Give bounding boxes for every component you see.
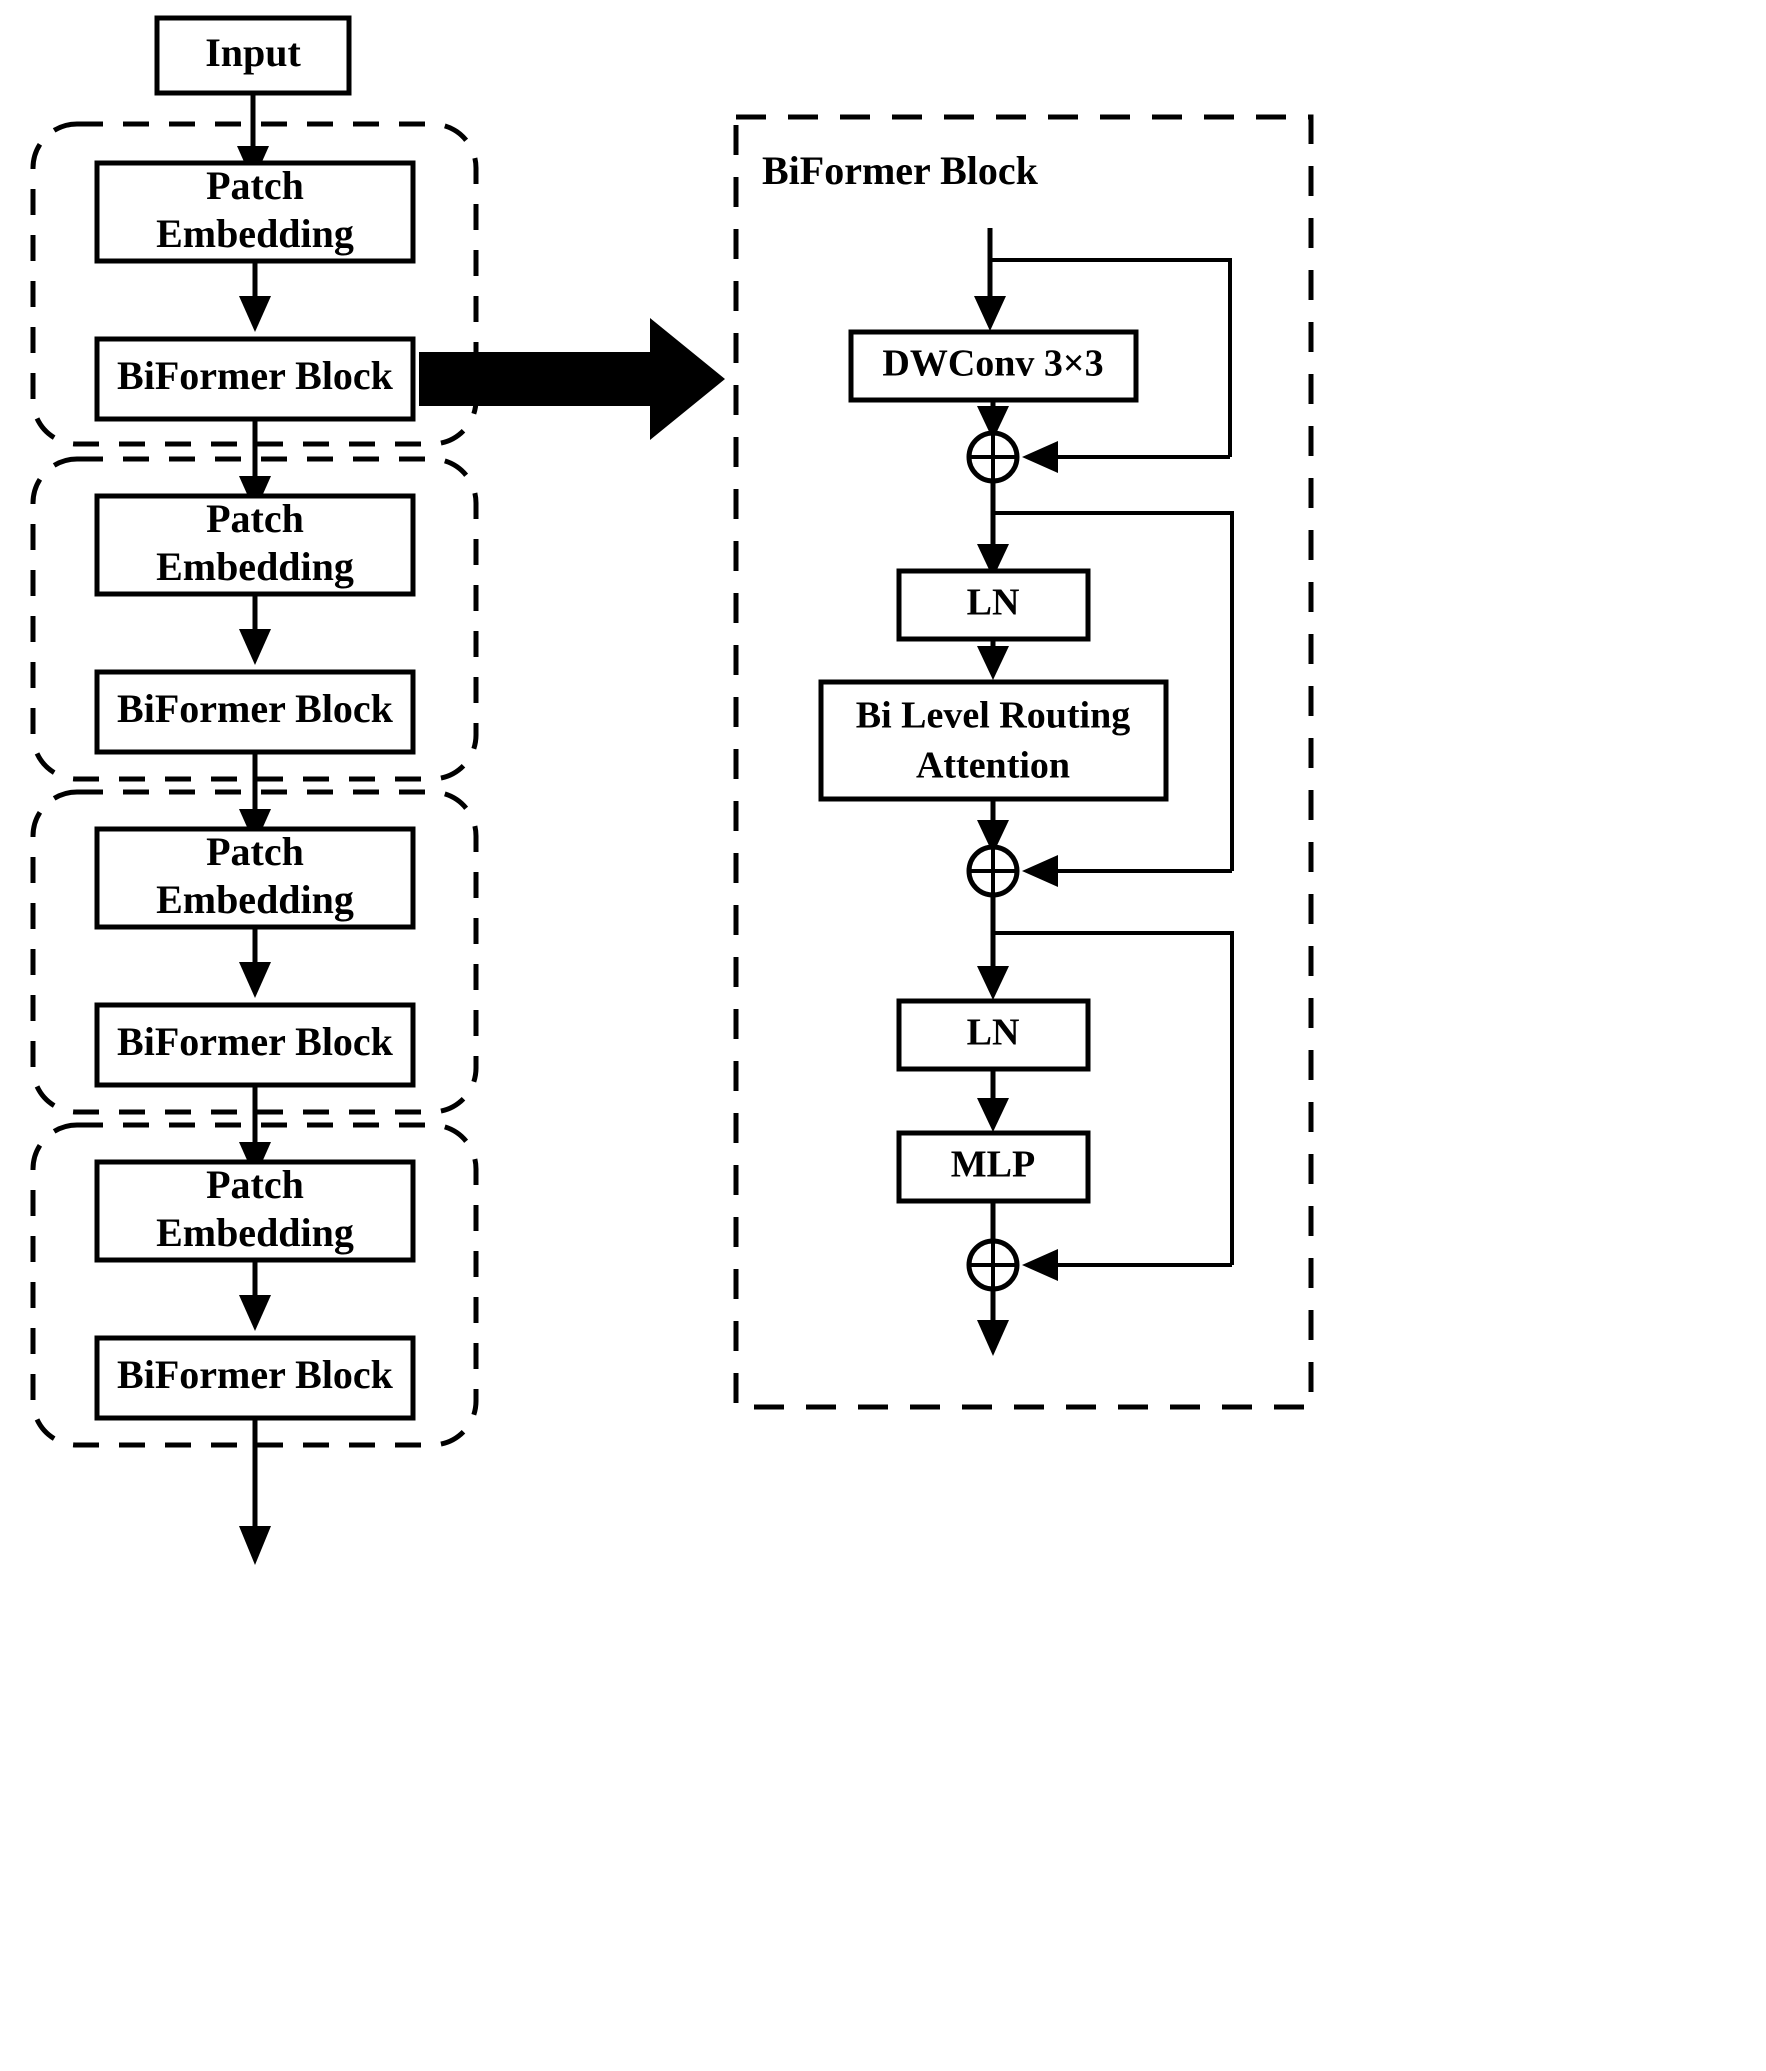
arrowhead-stage4-pe-to-bb — [239, 1295, 271, 1331]
arrowhead-panel-input — [974, 296, 1006, 331]
expansion-arrow — [419, 318, 725, 440]
ln-box-1: LN — [896, 568, 1091, 642]
stage-3-biformer-block[interactable]: BiFormer Block — [94, 1002, 416, 1088]
residual-path-2 — [993, 511, 1234, 871]
stage-1-patch-embedding-line1: Patch — [206, 163, 304, 208]
residual-arrowhead-2 — [1022, 855, 1058, 887]
dwconv-box-label: DWConv 3×3 — [882, 343, 1103, 385]
attention-box-line2: Attention — [916, 745, 1070, 787]
stage-2-group: Patch Embedding BiFormer Block — [30, 456, 479, 782]
arrowhead-attention-to-add2 — [977, 820, 1009, 854]
arrowhead-stage3-pe-to-bb — [239, 962, 271, 998]
stage-3-patch-embedding-line1: Patch — [206, 829, 304, 874]
stage-4-group: Patch Embedding BiFormer Block — [30, 1122, 479, 1448]
stage-1-biformer-block[interactable]: BiFormer Block — [94, 336, 416, 422]
residual-arrowhead-3 — [1022, 1249, 1058, 1281]
arrowhead-dwconv-to-add1 — [977, 406, 1009, 440]
stage-1-patch-embedding-line2: Embedding — [156, 211, 354, 256]
arrowhead-ln2-to-mlp — [977, 1098, 1009, 1132]
arrowhead-stage1-pe-to-bb — [239, 296, 271, 332]
add-node-3 — [966, 1238, 1020, 1292]
stage-2-biformer-block[interactable]: BiFormer Block — [94, 669, 416, 755]
residual-path-1 — [990, 258, 1232, 457]
stage-1-patch-embedding: Patch Embedding — [94, 160, 416, 264]
stage-4-biformer-block-label: BiFormer Block — [117, 1352, 394, 1397]
biformer-block-panel: BiFormer Block DWConv 3×3 — [733, 114, 1314, 1410]
arrowhead-output — [239, 1526, 271, 1565]
ln-box-1-label: LN — [967, 582, 1020, 624]
arrowhead-panel-output — [977, 1320, 1009, 1356]
stage-4-patch-embedding-line2: Embedding — [156, 1210, 354, 1255]
input-box-label: Input — [205, 30, 301, 75]
mlp-box-label: MLP — [951, 1144, 1035, 1186]
stage-2-patch-embedding: Patch Embedding — [94, 493, 416, 597]
biformer-block-panel-title: BiFormer Block — [762, 148, 1039, 193]
dwconv-box: DWConv 3×3 — [848, 329, 1139, 403]
add-node-2 — [966, 844, 1020, 898]
add-node-1 — [966, 430, 1020, 484]
stage-3-group: Patch Embedding BiFormer Block — [30, 789, 479, 1115]
arrowhead-stage2-pe-to-bb — [239, 629, 271, 665]
stage-1-biformer-block-label: BiFormer Block — [117, 353, 394, 398]
stage-3-biformer-block-label: BiFormer Block — [117, 1019, 394, 1064]
stage-2-patch-embedding-line2: Embedding — [156, 544, 354, 589]
arrowhead-add1-to-ln1 — [977, 544, 1009, 578]
input-box: Input — [154, 15, 352, 96]
arrowhead-add2-to-ln2 — [977, 966, 1009, 1000]
mlp-box: MLP — [896, 1130, 1091, 1204]
stage-4-biformer-block[interactable]: BiFormer Block — [94, 1335, 416, 1421]
ln-box-2-label: LN — [967, 1012, 1020, 1054]
stage-3-patch-embedding-line2: Embedding — [156, 877, 354, 922]
attention-box-line1: Bi Level Routing — [856, 695, 1130, 737]
residual-path-3 — [993, 931, 1234, 1265]
stage-4-patch-embedding: Patch Embedding — [94, 1159, 416, 1263]
stage-4-patch-embedding-line1: Patch — [206, 1162, 304, 1207]
ln-box-2: LN — [896, 998, 1091, 1072]
residual-arrowhead-1 — [1022, 441, 1058, 473]
arrowhead-ln1-to-attention — [977, 646, 1009, 680]
stage-1-group: Patch Embedding BiFormer Block — [30, 121, 479, 447]
stage-3-patch-embedding: Patch Embedding — [94, 826, 416, 930]
stage-2-biformer-block-label: BiFormer Block — [117, 686, 394, 731]
stage-2-patch-embedding-line1: Patch — [206, 496, 304, 541]
bi-level-routing-attention-box: Bi Level Routing Attention — [818, 679, 1169, 802]
